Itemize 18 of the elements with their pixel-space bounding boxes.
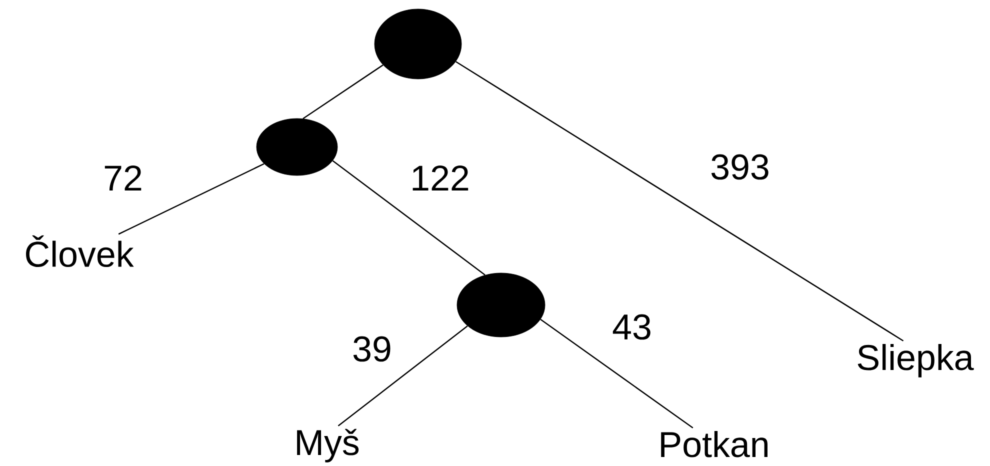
leaf-label: Človek [26,235,134,268]
leaf-label: Sliepka [858,344,974,378]
tree-node [256,118,338,176]
tree-node [456,272,546,338]
edge-label: 72 [102,164,144,192]
tree-node [374,8,462,80]
branch-line [338,325,468,426]
leaf-label: Myš [297,428,359,462]
edge-label: 39 [351,335,393,363]
leaf-label: Potkan [661,430,768,458]
branch-line [118,163,264,235]
edge-label: 122 [409,164,471,192]
edge-label: 393 [709,153,771,181]
branch-line [302,64,384,120]
edge-label: 43 [611,313,653,341]
branch-line [332,160,486,276]
branch-line [455,61,904,342]
branch-line [540,318,694,428]
